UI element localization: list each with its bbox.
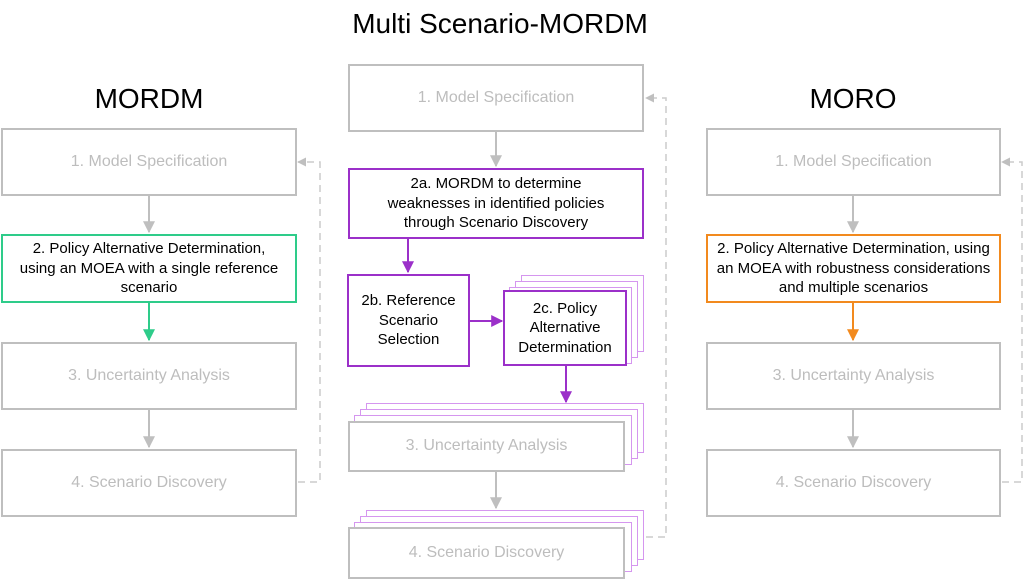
mordm-uncertainty-analysis-box: 3. Uncertainty Analysis: [1, 342, 297, 410]
moro-policy-determination-box: 2. Policy Alternative Determination, usi…: [706, 234, 1001, 303]
ms-reference-scenario-selection-box: 2b. Reference Scenario Selection: [347, 274, 470, 367]
ms-model-specification-box: 1. Model Specification: [348, 64, 644, 132]
moro-model-specification-box: 1. Model Specification: [706, 128, 1001, 196]
ms-feedback-loop: [645, 93, 667, 538]
mordm-title: MORDM: [94, 83, 204, 114]
ms-scenario-discovery-box: 4. Scenario Discovery: [348, 527, 625, 579]
center-title: Multi Scenario-MORDM: [352, 8, 648, 39]
ms-policy-determination-box: 2c. Policy Alternative Determination: [503, 290, 627, 366]
moro-uncertainty-analysis-box: 3. Uncertainty Analysis: [706, 342, 1001, 410]
moro-scenario-discovery-box: 4. Scenario Discovery: [706, 449, 1001, 517]
ms-uncertainty-analysis-box: 3. Uncertainty Analysis: [348, 421, 625, 472]
ms-scenario-discovery-weakness-box: 2a. MORDM to determine weaknesses in ide…: [348, 168, 644, 239]
moro-feedback-loop: [1001, 157, 1023, 483]
mordm-scenario-discovery-box: 4. Scenario Discovery: [1, 449, 297, 517]
mordm-policy-determination-box: 2. Policy Alternative Determination, usi…: [1, 234, 297, 303]
mordm-feedback-loop: [297, 157, 321, 483]
moro-title: MORO: [809, 83, 897, 114]
mordm-model-specification-box: 1. Model Specification: [1, 128, 297, 196]
